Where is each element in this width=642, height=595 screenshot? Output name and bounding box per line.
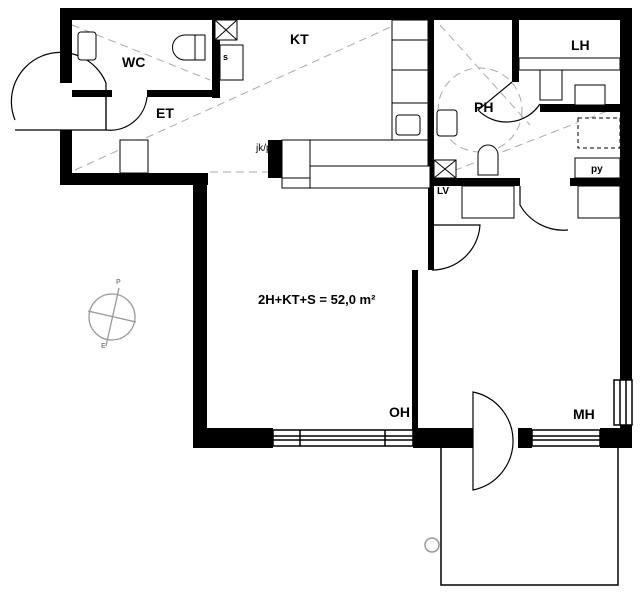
compass-east-label: E [101,343,106,350]
room-label-s: s [223,52,229,62]
room-label-et: ET [156,105,174,121]
room-label-ph: PH [474,99,494,115]
room-label-oh: OH [389,404,410,420]
walls [60,8,632,448]
fixtures [77,19,621,219]
compass-icon [87,287,137,347]
compass-north-label: P [116,279,121,286]
room-label-lh: LH [571,37,590,53]
windows [272,379,633,447]
area-label: 2H+KT+S = 52,0 m² [258,292,376,307]
room-label-wc: WC [122,54,146,70]
room-label-jkpa: jk/pa [256,143,278,154]
doors [10,51,569,491]
room-label-lv: LV [437,186,450,197]
room-label-py: py [591,164,603,175]
balcony [424,448,619,586]
room-label-mh: MH [573,406,595,422]
room-label-kt: KT [290,31,309,47]
